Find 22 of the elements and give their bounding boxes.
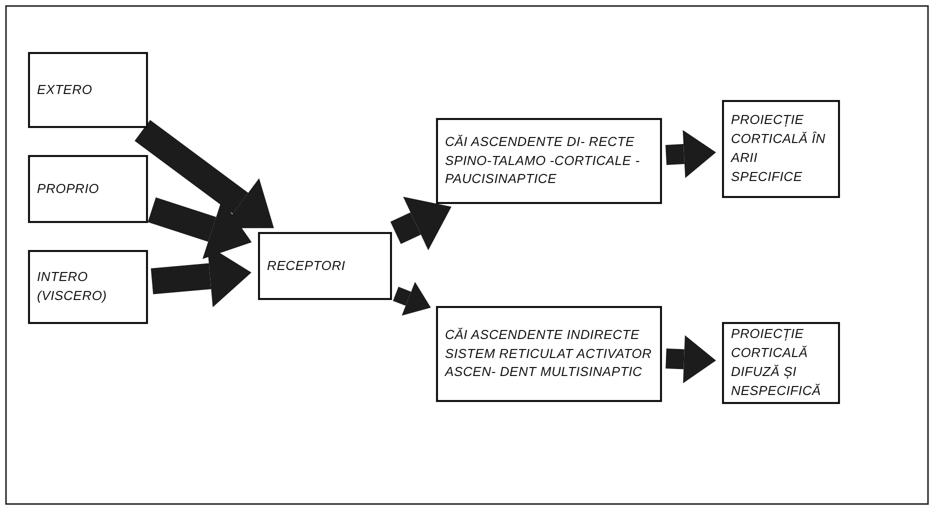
block-arrow	[134, 120, 274, 228]
node-text: EXTERO	[37, 80, 92, 99]
node-text: INTERO (VISCERO)	[37, 268, 108, 305]
node-text: PROPRIO	[37, 180, 100, 198]
block-arrow	[666, 335, 716, 384]
process-box	[28, 250, 148, 324]
process-box	[258, 232, 392, 300]
block-arrow	[392, 282, 431, 316]
process-box	[722, 100, 840, 198]
process-box	[436, 306, 662, 402]
node-text: CĂI ASCENDENTE INDIRECTE SISTEM RETICULAT ACTIVATOR ASCEN- DENT MULTISINAPTIC	[445, 326, 653, 382]
block-arrow	[148, 197, 252, 259]
block-arrow	[665, 130, 716, 178]
block-arrow	[390, 196, 452, 250]
node-text: PROIECȚIE CORTICALĂ DIFUZĂ ȘI NESPECIFICĂ	[731, 325, 822, 400]
process-box	[28, 52, 148, 128]
node-text: PROIECȚIE CORTICALĂ ÎN ARII SPECIFICE	[731, 111, 826, 186]
process-box	[28, 155, 148, 223]
node-text: RECEPTORI	[267, 256, 346, 275]
process-box	[722, 322, 840, 404]
node-text: CĂI ASCENDENTE DI- RECTE SPINO-TALAMO -CORTICALE - PAUCISINAPTICE	[445, 132, 641, 188]
process-box	[436, 118, 662, 204]
